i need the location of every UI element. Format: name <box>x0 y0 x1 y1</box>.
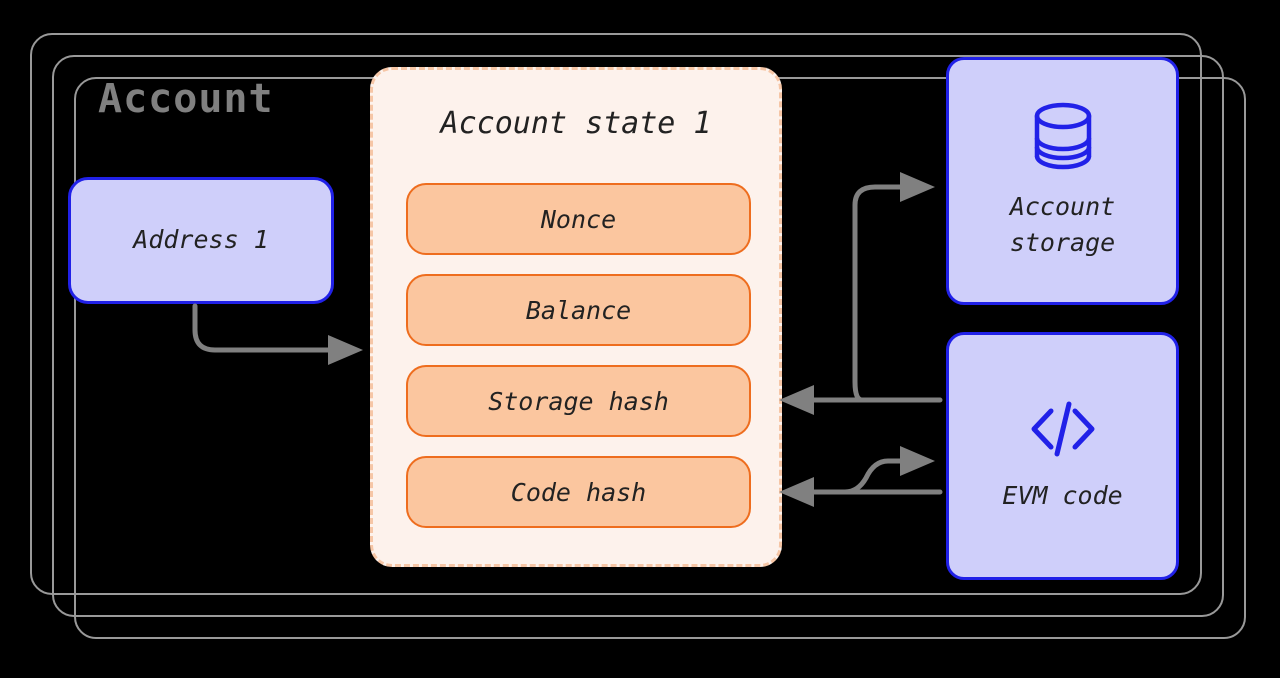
account-field-storage-hash[interactable]: Storage hash <box>406 365 751 437</box>
account-field-code-hash[interactable]: Code hash <box>406 456 751 528</box>
page-title: Account <box>98 76 274 122</box>
code-tag-icon <box>1031 401 1094 457</box>
account-field-label: Nonce <box>540 204 617 234</box>
account-field-balance[interactable]: Balance <box>406 274 751 346</box>
account-storage-node-label: Account storage <box>1009 191 1116 257</box>
address-node-label: Address 1 <box>133 225 269 255</box>
address-node[interactable]: Address 1 <box>68 177 334 304</box>
account-state-panel: Account state 1 Nonce Balance Storage ha… <box>370 67 782 567</box>
evm-code-node[interactable]: EVM code <box>946 332 1179 580</box>
stacked-card-outline-front <box>30 33 1202 595</box>
stacked-card-outline-middle <box>52 55 1224 617</box>
account-field-label: Balance <box>525 295 632 325</box>
database-icon <box>1034 102 1091 169</box>
account-storage-node[interactable]: Account storage <box>946 57 1179 305</box>
account-field-label: Storage hash <box>488 386 669 416</box>
account-state-title: Account state 1 <box>440 106 712 141</box>
account-field-nonce[interactable]: Nonce <box>406 183 751 255</box>
account-field-label: Code hash <box>510 477 647 507</box>
evm-code-node-label: EVM code <box>1002 480 1123 510</box>
